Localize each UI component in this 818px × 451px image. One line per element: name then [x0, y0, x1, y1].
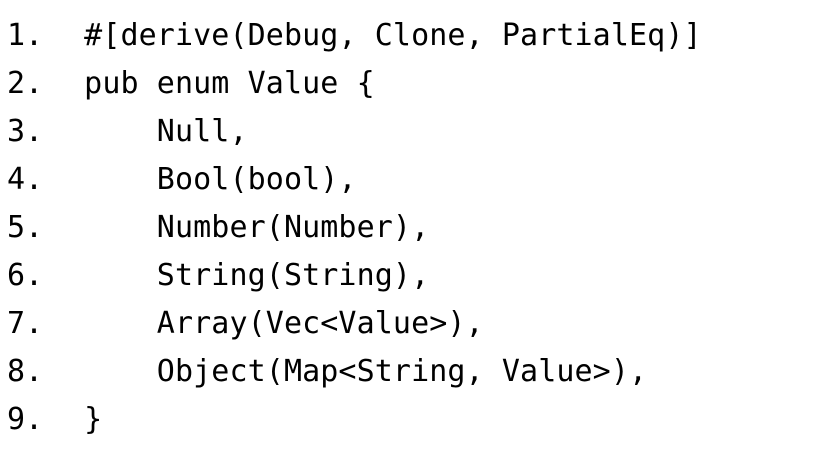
line-number: 7. [7, 306, 44, 341]
line-code: pub enum Value { [66, 66, 375, 101]
code-line: 1. #[derive(Debug, Clone, PartialEq)] [0, 12, 818, 60]
line-code: Null, [66, 114, 248, 149]
code-line: 4. Bool(bool), [0, 156, 818, 204]
code-line: 9. } [0, 396, 818, 444]
line-number: 9. [7, 402, 44, 437]
line-code: String(String), [66, 258, 430, 293]
line-number: 8. [7, 354, 44, 389]
line-number: 3. [7, 114, 44, 149]
line-code: } [66, 402, 103, 437]
code-line: 5. Number(Number), [0, 204, 818, 252]
line-code: Object(Map<String, Value>), [66, 354, 648, 389]
line-number: 5. [7, 210, 44, 245]
line-number: 2. [7, 66, 44, 101]
code-line: 8. Object(Map<String, Value>), [0, 348, 818, 396]
line-number: 4. [7, 162, 44, 197]
code-line: 6. String(String), [0, 252, 818, 300]
line-code: #[derive(Debug, Clone, PartialEq)] [66, 18, 702, 53]
code-line: 3. Null, [0, 108, 818, 156]
line-code: Bool(bool), [66, 162, 357, 197]
code-line: 7. Array(Vec<Value>), [0, 300, 818, 348]
code-line: 2. pub enum Value { [0, 60, 818, 108]
line-code: Array(Vec<Value>), [66, 306, 484, 341]
line-number: 1. [7, 18, 44, 53]
line-number: 6. [7, 258, 44, 293]
line-code: Number(Number), [66, 210, 430, 245]
